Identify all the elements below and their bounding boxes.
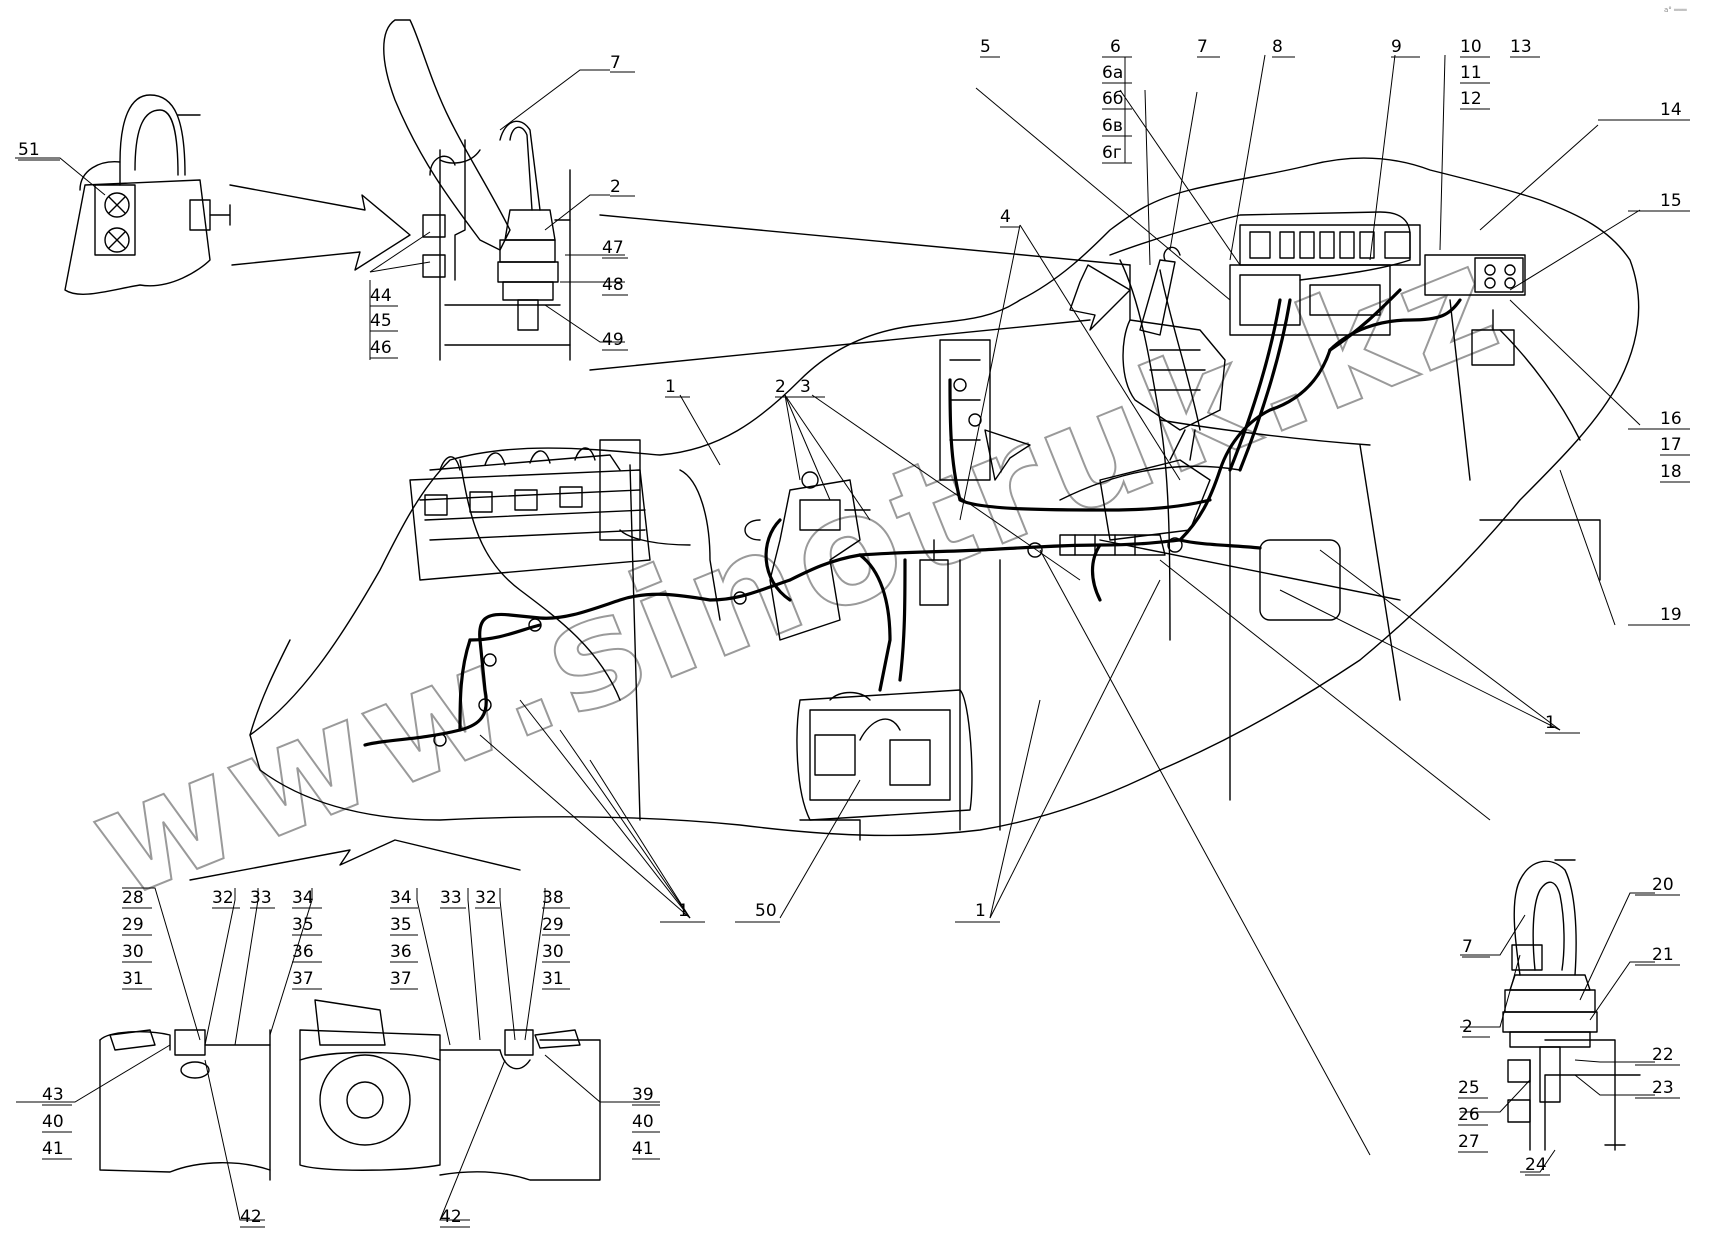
callout-label: 42 xyxy=(440,1207,462,1227)
callout-label: 41 xyxy=(632,1139,654,1159)
callout-underlines xyxy=(18,56,1690,1228)
callout-label: 47 xyxy=(602,238,624,258)
detail-view-shifter xyxy=(383,19,571,361)
callout-label: 30 xyxy=(542,942,564,962)
callout-label: 2 xyxy=(1462,1017,1473,1037)
callout-label: 8 xyxy=(1272,37,1283,57)
callout-label: 20 xyxy=(1652,875,1674,895)
callout-label: 36 xyxy=(292,942,314,962)
callout-label: 1 xyxy=(678,901,689,921)
detail-view-51 xyxy=(64,94,231,295)
callout-label: 35 xyxy=(292,915,314,935)
callout-label: 25 xyxy=(1458,1078,1480,1098)
callout-label: 28 xyxy=(122,888,144,908)
callout-label: 15 xyxy=(1660,191,1682,211)
engine-block xyxy=(409,439,721,621)
callout-label: 35 xyxy=(390,915,412,935)
callout-label: 33 xyxy=(250,888,272,908)
callout-label: 46 xyxy=(370,338,392,358)
callout-label: 14 xyxy=(1660,100,1682,120)
switch-bracket xyxy=(939,339,991,481)
bottom-left-detail xyxy=(99,839,601,1181)
pressure-sensor xyxy=(919,539,949,606)
callout-label: 39 xyxy=(632,1085,654,1105)
callout-label: 29 xyxy=(122,915,144,935)
callout-label: 19 xyxy=(1660,605,1682,625)
callout-label: 31 xyxy=(542,969,564,989)
gear-lever-main xyxy=(1122,246,1226,461)
callout-label: 48 xyxy=(602,275,624,295)
callout-label: 50 xyxy=(755,901,777,921)
callout-label: 23 xyxy=(1652,1078,1674,1098)
wire-harness xyxy=(363,288,1462,747)
callout-label: 4 xyxy=(1000,207,1011,227)
callout-label: 51 xyxy=(18,140,40,160)
callout-label: 17 xyxy=(1660,435,1682,455)
callout-label: 40 xyxy=(42,1112,64,1132)
callout-label: 6 xyxy=(1110,37,1121,57)
callout-label: 43 xyxy=(42,1085,64,1105)
callout-label: 34 xyxy=(292,888,314,908)
callout-leaders xyxy=(15,69,1655,1221)
callout-label: 30 xyxy=(122,942,144,962)
callout-label: 38 xyxy=(542,888,564,908)
callout-label: 2 xyxy=(610,177,621,197)
callout-label: 6г xyxy=(1102,143,1122,163)
corner-mark: a° ═══ xyxy=(1664,6,1687,14)
callout-label: 41 xyxy=(42,1139,64,1159)
callout-label: 31 xyxy=(122,969,144,989)
callout-label: 10 xyxy=(1460,37,1482,57)
callout-label: 1 xyxy=(665,377,676,397)
callout-label: 22 xyxy=(1652,1045,1674,1065)
callout-label: 7 xyxy=(1197,37,1208,57)
callout-label: 1 xyxy=(975,901,986,921)
callout-label: 11 xyxy=(1460,63,1482,83)
callout-label: 32 xyxy=(212,888,234,908)
leader-lines xyxy=(479,54,1641,1156)
callout-label: 6б xyxy=(1102,89,1123,109)
relay-box xyxy=(796,689,973,821)
callout-label: 6а xyxy=(1102,63,1123,83)
callout-label: 18 xyxy=(1660,462,1682,482)
compressor-unit xyxy=(744,471,871,641)
callout-label: 7 xyxy=(1462,937,1473,957)
callout-label: 13 xyxy=(1510,37,1532,57)
callout-label: 5 xyxy=(980,37,991,57)
callout-label: 45 xyxy=(370,311,392,331)
vehicle-outline xyxy=(249,157,1640,841)
callout-label: 27 xyxy=(1458,1132,1480,1152)
bottom-right-detail xyxy=(1502,859,1641,1151)
callout-label: 6в xyxy=(1102,116,1123,136)
callout-label: 36 xyxy=(390,942,412,962)
callout-label: 21 xyxy=(1652,945,1674,965)
callout-label: 32 xyxy=(475,888,497,908)
direction-arrows xyxy=(229,184,1131,481)
callout-label: 1 xyxy=(1545,713,1556,733)
callout-label: 9 xyxy=(1391,37,1402,57)
callout-label: 24 xyxy=(1525,1155,1547,1175)
callout-label: 34 xyxy=(390,888,412,908)
callout-label: 26 xyxy=(1458,1105,1480,1125)
callout-label: 12 xyxy=(1460,89,1482,109)
callout-label: 7 xyxy=(610,53,621,73)
callout-label: 37 xyxy=(390,969,412,989)
callout-label: 40 xyxy=(632,1112,654,1132)
watermark: www.sinotruk.kz xyxy=(68,210,1524,933)
callout-label: 44 xyxy=(370,286,392,306)
callout-label: 49 xyxy=(602,330,624,350)
callout-label: 42 xyxy=(240,1207,262,1227)
callout-label: 33 xyxy=(440,888,462,908)
dashboard-panel xyxy=(1109,211,1526,431)
callout-label: 2 xyxy=(775,377,786,397)
callout-label: 3 xyxy=(800,377,811,397)
callout-labels: 51 7 2 47 48 49 44 45 46 5 6 6а 6б 6в 6г… xyxy=(18,37,1682,1227)
callout-label: 37 xyxy=(292,969,314,989)
callout-label: 29 xyxy=(542,915,564,935)
callout-label: 16 xyxy=(1660,409,1682,429)
